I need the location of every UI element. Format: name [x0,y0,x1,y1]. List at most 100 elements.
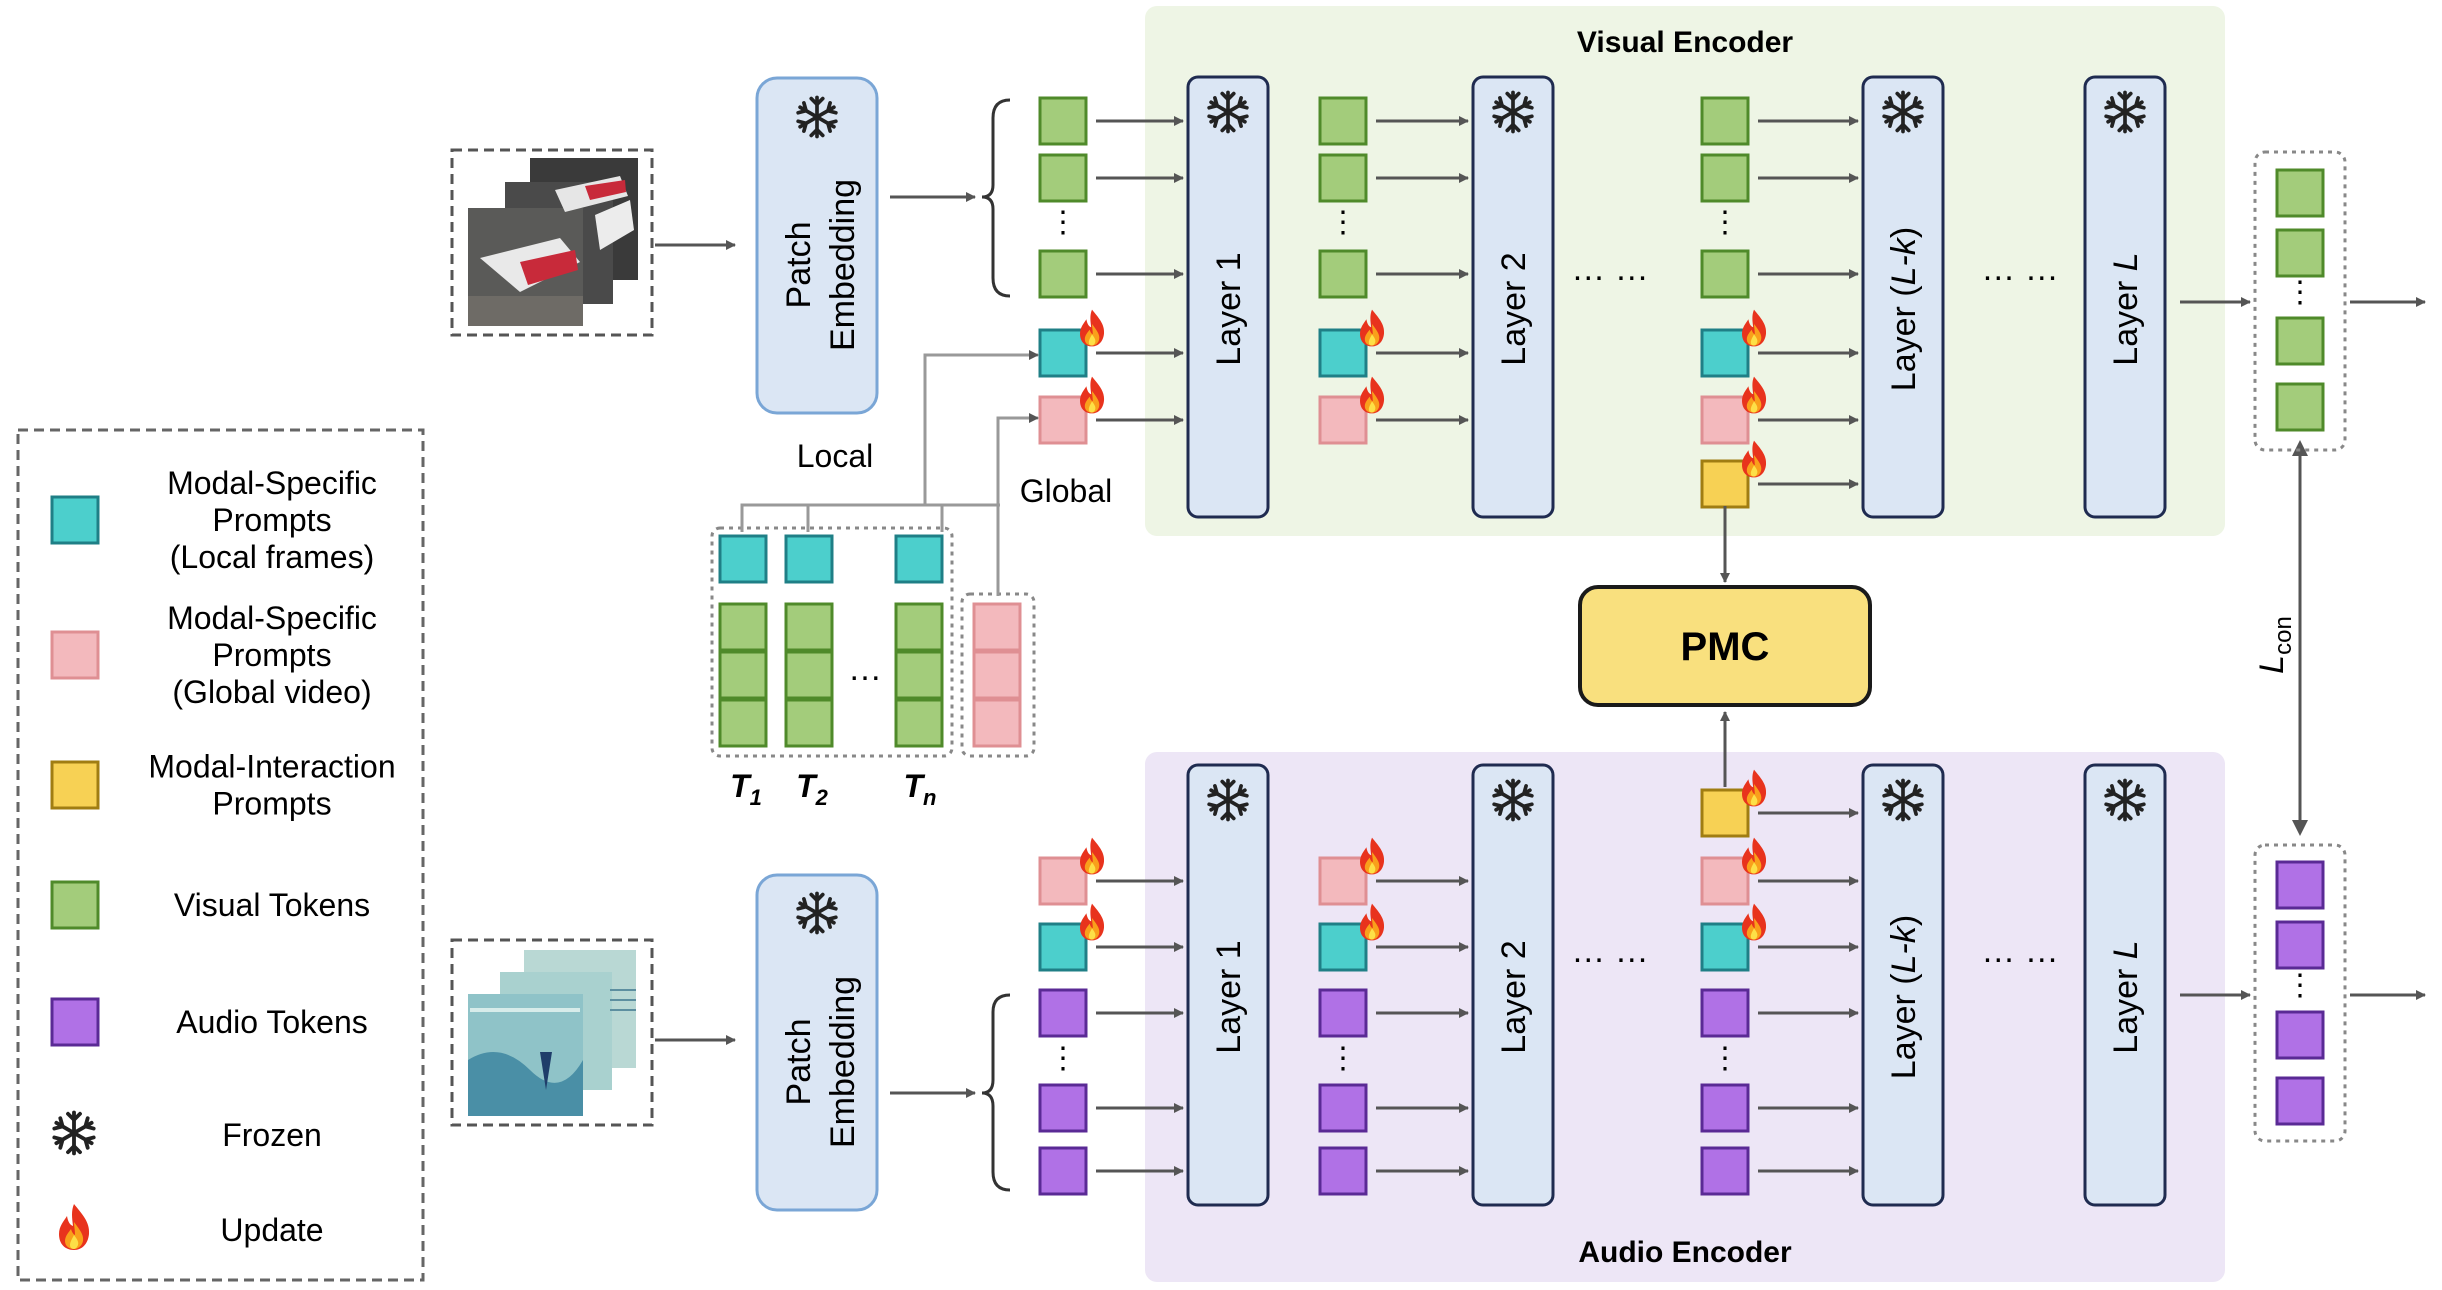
visual-layer-2: Layer 2 [1471,75,1555,519]
output-purple-token [2275,860,2325,910]
visual-layer-label: Layer (L-k) [1885,227,1923,391]
flame-icon [1080,837,1105,875]
purple-token [1318,1146,1368,1196]
visual-layer-3: Layer (L-k) [1861,75,1945,519]
teal-token [1700,922,1750,972]
green-token [894,650,944,700]
pink-token [1038,395,1088,445]
output-green-token [2275,382,2325,432]
audio-layer-4: Layer L [2083,763,2167,1207]
purple-token [1318,1083,1368,1133]
purple-token [1700,1083,1750,1133]
frame-label-t2: T2 [796,768,829,810]
svg-text:⋮: ⋮ [2285,969,2315,1002]
legend-item: Audio Tokens [50,997,368,1047]
visual-layer-label: Layer 1 [1210,252,1248,365]
svg-text:⋮: ⋮ [1710,206,1740,239]
visual-output-group [2253,150,2347,452]
legend-label: Frozen [222,1117,322,1153]
legend-label: Audio Tokens [176,1004,368,1040]
green-token [784,602,834,652]
legend-label: Update [220,1212,323,1248]
teal-token [894,534,944,584]
output-green-token [2275,316,2325,366]
output-purple-token [2275,920,2325,970]
teal-swatch [50,495,100,545]
teal-token [1318,328,1368,378]
audio-spectrograms-image [450,938,654,1127]
purple-swatch [50,997,100,1047]
teal-token [1038,328,1088,378]
green-token [1700,96,1750,146]
green-token [784,698,834,748]
visual-encoder-title: Visual Encoder [1577,26,1794,59]
purple-token [1318,988,1368,1038]
green-token [1318,249,1368,299]
visual-encoder-panel [1145,6,2225,536]
teal-token [1318,922,1368,972]
frame-label-t1: T1 [730,768,762,810]
purple-token [1038,1083,1088,1133]
audio-ellipsis-1: … … [1571,932,1648,970]
legend-item: Update [59,1204,324,1250]
green-token [1318,96,1368,146]
pink-token [1038,856,1088,906]
flame-icon [1080,376,1105,414]
pink-token [1700,856,1750,906]
pink-token [1318,856,1368,906]
contrastive-loss-label: Lcon [2253,616,2297,674]
teal-token [1038,922,1088,972]
output-purple-token [2275,1010,2325,1060]
green-token [894,698,944,748]
pmc-label: PMC [1681,625,1770,669]
output-purple-token [2275,1076,2325,1126]
local-label: Local [797,438,874,474]
svg-text:⋮: ⋮ [1048,206,1078,239]
visual-layer-label: Layer 2 [1495,252,1533,365]
pmc-block: PMC [1578,585,1872,707]
teal-token [784,534,834,584]
flame-icon [59,1204,90,1250]
visual-layer-1: Layer 1 [1186,75,1270,519]
purple-token [1038,988,1088,1038]
output-green-token [2275,168,2325,218]
flame-icon [1080,309,1105,347]
yellow-swatch [50,760,100,810]
audio-layer-label: Layer 2 [1495,940,1533,1053]
audio-ellipsis-2: … … [1981,932,2058,970]
audio-layer-2: Layer 2 [1471,763,1555,1207]
svg-text:⋮: ⋮ [1328,206,1358,239]
legend-item: Frozen [52,1110,322,1156]
svg-text:Lcon: Lcon [2253,616,2297,674]
yellow-token [1700,788,1750,838]
visual-layer-4: Layer L [2083,75,2167,519]
svg-text:⋮: ⋮ [1328,1042,1358,1075]
pink-token [1318,395,1368,445]
teal-token [1700,328,1750,378]
green-swatch [50,880,100,930]
audio-layer-label: Layer L [2107,940,2145,1053]
svg-text:⋮: ⋮ [1048,1042,1078,1075]
visual-ellipsis-2: … … [1981,250,2058,288]
snowflake-icon [52,1110,96,1156]
green-token [718,698,768,748]
green-token [718,602,768,652]
audio-layer-label: Layer 1 [1210,940,1248,1053]
video-frames-image [450,148,654,337]
audio-layer-3: Layer (L-k) [1861,763,1945,1207]
green-token [1700,249,1750,299]
green-token [1038,96,1088,146]
teal-token [718,534,768,584]
svg-text:⋮: ⋮ [1710,1042,1740,1075]
green-token [1038,153,1088,203]
frame-label-tn: Tn [904,768,937,810]
